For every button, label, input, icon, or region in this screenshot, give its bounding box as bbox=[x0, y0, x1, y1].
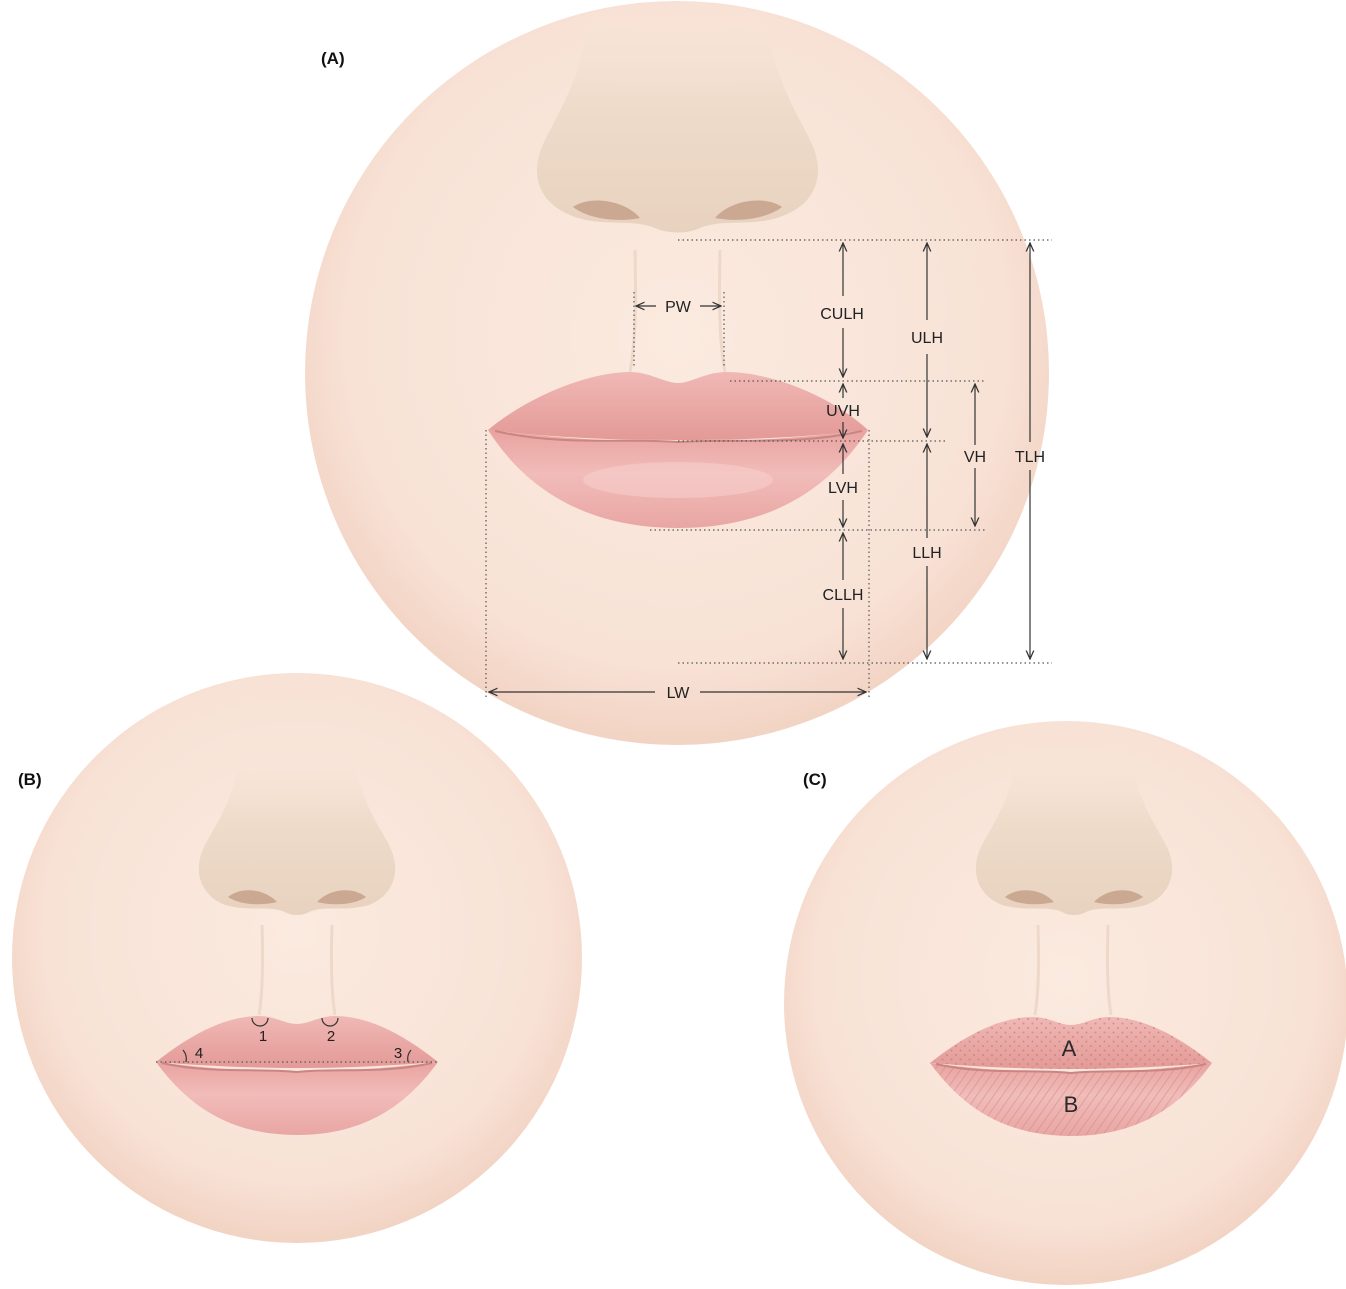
label-tlh: TLH bbox=[1015, 449, 1045, 466]
label-pw: PW bbox=[665, 299, 692, 316]
label-culh: CULH bbox=[820, 306, 864, 323]
label-lw: LW bbox=[667, 685, 691, 702]
zone-label-b: B bbox=[1064, 1092, 1079, 1117]
panel-a: PW CULH ULH UVH VH TLH LVH LLH CLLH LW (… bbox=[305, 1, 1052, 745]
label-cllh: CLLH bbox=[823, 587, 864, 604]
panel-label-a: (A) bbox=[321, 49, 345, 68]
label-uvh: UVH bbox=[826, 403, 860, 420]
angle-label-2: 2 bbox=[327, 1028, 335, 1045]
label-llh: LLH bbox=[912, 545, 941, 562]
label-lvh: LVH bbox=[828, 480, 858, 497]
panel-b: 1 2 3 4 (B) bbox=[12, 673, 582, 1243]
label-ulh: ULH bbox=[911, 330, 943, 347]
angle-label-3: 3 bbox=[394, 1045, 402, 1062]
angle-label-4: 4 bbox=[195, 1045, 203, 1062]
panel-label-c: (C) bbox=[803, 770, 827, 789]
zone-label-a: A bbox=[1062, 1036, 1077, 1061]
panel-c: A B (C) bbox=[784, 721, 1346, 1285]
panel-label-b: (B) bbox=[18, 770, 42, 789]
label-vh: VH bbox=[964, 449, 986, 466]
angle-label-1: 1 bbox=[259, 1028, 267, 1045]
